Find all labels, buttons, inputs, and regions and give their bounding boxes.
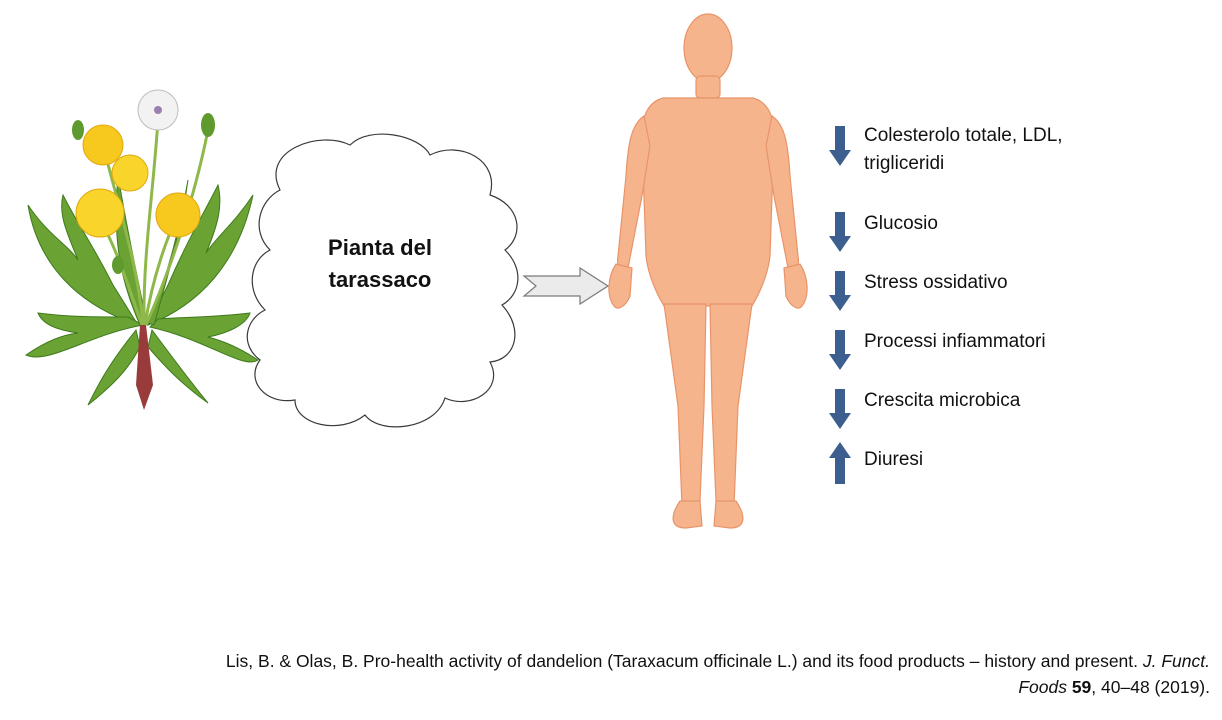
cloud-label: Pianta del tarassaco bbox=[300, 232, 460, 296]
citation: Lis, B. & Olas, B. Pro-health activity o… bbox=[10, 648, 1210, 700]
dandelion-plant-illustration bbox=[18, 85, 268, 415]
citation-pages-year: , 40–48 (2019). bbox=[1091, 677, 1210, 697]
down-arrow-icon bbox=[829, 330, 851, 370]
citation-line2: Foods 59, 40–48 (2019). bbox=[10, 674, 1210, 700]
human-body-figure bbox=[608, 6, 808, 534]
right-arrow-icon bbox=[522, 266, 612, 306]
down-arrow-icon bbox=[829, 271, 851, 311]
cloud-label-line1: Pianta del bbox=[328, 235, 432, 260]
cloud-label-line2: tarassaco bbox=[328, 267, 432, 292]
down-arrow-icon bbox=[829, 126, 851, 166]
citation-line1: Lis, B. & Olas, B. Pro-health activity o… bbox=[10, 648, 1210, 674]
effect-label-line2: trigliceridi bbox=[864, 153, 945, 174]
effect-label: Processi infiammatori bbox=[864, 331, 1046, 352]
effect-label: Stress ossidativo bbox=[864, 272, 1008, 293]
down-arrow-icon bbox=[829, 212, 851, 252]
effect-label-line1: Colesterolo totale, LDL, bbox=[864, 125, 1063, 146]
citation-journal-part2: Foods bbox=[1018, 677, 1067, 697]
citation-text: Lis, B. & Olas, B. Pro-health activity o… bbox=[225, 651, 1139, 671]
effect-label: Glucosio bbox=[864, 213, 938, 234]
thought-cloud-shape bbox=[240, 130, 530, 440]
effect-label: Diuresi bbox=[864, 449, 924, 470]
effect-label: Crescita microbica bbox=[864, 390, 1021, 411]
citation-volume: 59 bbox=[1071, 677, 1092, 697]
flower-heads bbox=[75, 124, 201, 238]
down-arrow-icon bbox=[829, 389, 851, 429]
citation-journal-part1: J. Funct. bbox=[1142, 651, 1210, 671]
up-arrow-icon bbox=[829, 442, 851, 484]
